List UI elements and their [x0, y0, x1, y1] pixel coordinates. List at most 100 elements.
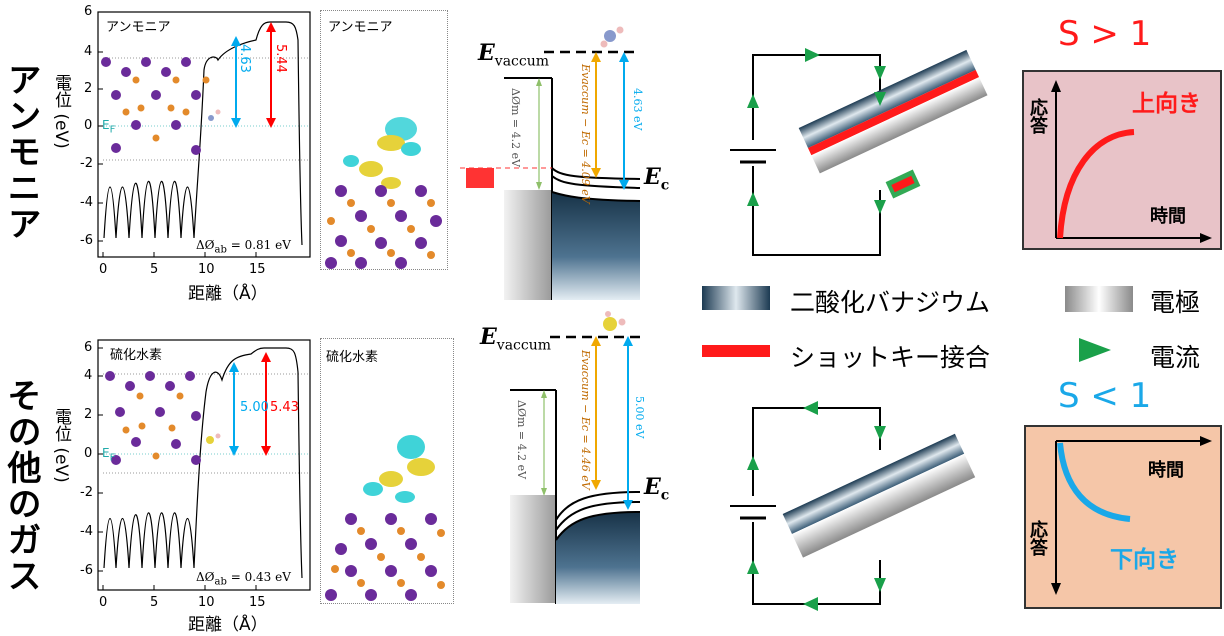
bottom-ef-label: EF	[102, 446, 116, 464]
bottom-ytick: -4	[80, 524, 93, 539]
top-ytick: 0	[84, 118, 93, 133]
response-top-dir-label: 上向き	[1132, 91, 1201, 117]
top-blue-band-label: 4.63 eV	[631, 88, 644, 131]
response-bottom-box	[1024, 425, 1222, 609]
bottom-xtick: 5	[150, 595, 159, 610]
top-blue-value: 4.63	[237, 44, 252, 73]
top-ec-label: Ec	[644, 164, 670, 194]
bottom-metal-block	[510, 495, 556, 603]
top-structure-svg	[325, 117, 442, 269]
response-top-svg	[1051, 80, 1212, 243]
top-film	[798, 49, 988, 174]
top-evac-label: Evaccum	[478, 40, 550, 70]
bottom-slab-atoms	[105, 371, 221, 465]
bottom-structure-panel	[320, 338, 454, 604]
bottom-film	[782, 433, 976, 558]
bottom-structure-svg	[325, 435, 445, 601]
bottom-delta-label: ΔØab = 0.43 eV	[196, 570, 291, 588]
bottom-yticks	[98, 347, 103, 572]
legend-swatches	[702, 286, 770, 357]
top-ef-label: EF	[102, 118, 116, 136]
response-bottom-svg	[1051, 436, 1212, 595]
top-plot-title: アンモニア	[106, 20, 171, 35]
bottom-ytick: -2	[80, 485, 93, 500]
legend-electrode-swatch	[1065, 286, 1133, 312]
top-ylabel: 電位 (eV)	[51, 74, 71, 149]
bottom-blue-band-label: 5.00 eV	[633, 396, 646, 439]
bottom-current-arrows	[747, 401, 886, 611]
bottom-xtick: 10	[198, 595, 215, 610]
top-plot-frame	[97, 11, 311, 258]
response-top-box	[1022, 70, 1222, 250]
top-red-value: 5.44	[273, 44, 288, 73]
bottom-ytick: 2	[84, 407, 93, 422]
top-semiconductor-block	[552, 192, 640, 300]
top-current-arrows	[747, 48, 886, 214]
bottom-potential-curve	[103, 347, 303, 579]
top-ytick: 4	[84, 44, 93, 59]
bottom-ecdiff-label: Evaccum − Ec = 4.46 eV	[579, 350, 592, 490]
legend-schottky-swatch	[702, 345, 770, 357]
circuits-svg	[730, 48, 988, 611]
ratio-top-label: S > 1	[1058, 14, 1152, 54]
row-label-other-gas: その他のガス	[1, 378, 41, 594]
legend-vo2-swatch	[702, 286, 770, 310]
top-ytick: -6	[80, 233, 93, 248]
top-ytick: -2	[80, 156, 93, 171]
top-structure-panel	[320, 10, 448, 270]
top-metal-block	[504, 190, 552, 300]
legend-electrode-label: 電極	[1150, 288, 1201, 317]
bottom-ytick: 0	[84, 446, 93, 461]
top-xtick: 10	[198, 262, 215, 277]
top-delta-label: ΔØab = 0.81 eV	[196, 238, 291, 256]
top-xtick: 5	[150, 262, 159, 277]
bottom-phi-label: ΔØm = 4.2 eV	[515, 400, 528, 480]
bottom-ec-label: Ec	[644, 474, 670, 504]
top-phi-label: ΔØm = 4.2 eV	[509, 88, 522, 168]
ratio-bottom-label: S < 1	[1058, 376, 1152, 416]
top-structure-title: アンモニア	[328, 20, 393, 35]
bottom-semiconductor-block	[556, 512, 640, 604]
bottom-ytick: -6	[80, 563, 93, 578]
legend-swatches-right	[1065, 286, 1133, 362]
bottom-plot-frame	[97, 339, 311, 591]
bottom-ytick: 6	[84, 340, 93, 355]
legend-schottky-label: ショットキー接合	[790, 343, 991, 372]
top-fermi-marker	[466, 168, 494, 188]
response-bottom-x-label: 時間	[1148, 460, 1184, 481]
response-top-y-label: 応答	[1027, 98, 1048, 134]
response-bottom-y-label: 応答	[1027, 520, 1048, 556]
top-potential-plot	[46, 0, 316, 300]
bottom-xticks	[102, 585, 257, 590]
legend-current-arrow-icon	[1079, 338, 1111, 362]
row-label-ammonia: アンモニア	[1, 62, 41, 242]
top-xtick: 0	[99, 262, 108, 277]
bottom-red-value: 5.43	[270, 400, 299, 415]
response-bottom-dir-label: 下向き	[1110, 547, 1179, 573]
top-xlabel: 距離（Å）	[188, 284, 268, 304]
top-potential-curve	[103, 21, 303, 246]
legend-vo2-label: 二酸化バナジウム	[790, 288, 991, 317]
bottom-ytick: 4	[84, 368, 93, 383]
top-potential-svg	[97, 11, 311, 258]
top-yticks	[98, 11, 103, 242]
bottom-xtick: 0	[99, 595, 108, 610]
legend-current-label: 電流	[1150, 343, 1201, 372]
bottom-xlabel: 距離（Å）	[188, 615, 268, 635]
top-ytick: -4	[80, 195, 93, 210]
top-slab-atoms	[101, 57, 221, 155]
bottom-potential-svg	[97, 339, 311, 591]
top-ytick: 2	[84, 81, 93, 96]
bottom-blue-value: 5.00	[240, 400, 269, 415]
top-ecdiff-label: Evaccum − Ec = 4.09 eV	[579, 64, 592, 204]
bottom-plot-title: 硫化水素	[110, 348, 163, 363]
bottom-ylabel: 電位 (eV)	[51, 408, 71, 483]
top-xtick: 15	[249, 262, 266, 277]
top-ytick: 6	[84, 4, 93, 19]
top-xticks	[102, 252, 257, 257]
bottom-xtick: 15	[249, 595, 266, 610]
response-top-curve	[1057, 129, 1135, 239]
band-diagrams-svg	[460, 26, 641, 604]
bottom-structure-title: 硫化水素	[326, 350, 379, 365]
bottom-evac-label: Evaccum	[480, 324, 552, 354]
